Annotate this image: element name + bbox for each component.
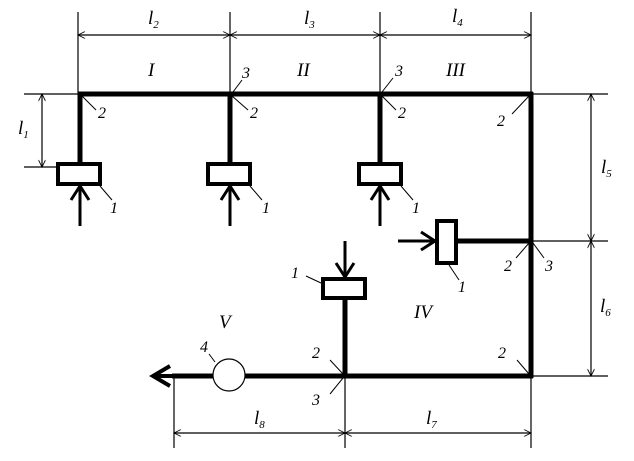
- source-box-3: [357, 162, 403, 186]
- leader-node-3-d: [329, 377, 344, 395]
- bottom-dimensions: [174, 378, 531, 448]
- leader-node-4: [208, 353, 216, 363]
- section-label-5: V: [219, 312, 233, 333]
- dimension-labels: l2 l3 l4 l1 l5 l6 l8 l7: [18, 6, 612, 431]
- node-label-1-c: 1: [412, 200, 420, 217]
- leader-node-2-f: [516, 359, 530, 375]
- leader-node-2-e: [515, 242, 530, 259]
- leader-lines: [81, 77, 545, 395]
- label-l4: l4: [452, 6, 463, 29]
- node-label-1-d: 1: [458, 279, 466, 296]
- source-box-5: [321, 277, 367, 300]
- label-l6: l6: [600, 296, 611, 319]
- leader-node-3-b: [381, 77, 394, 93]
- leader-node-2-c: [381, 95, 397, 111]
- inflow-arrowhead-3: [369, 183, 391, 201]
- outlet: [149, 358, 246, 392]
- node-label-3-a: 3: [241, 65, 250, 82]
- node-label-2-b: 2: [250, 105, 258, 122]
- source-box-2: [206, 162, 252, 186]
- leader-node-1-b: [249, 185, 263, 201]
- leader-node-1-e: [305, 275, 322, 284]
- node-label-2-d: 2: [497, 113, 505, 130]
- section-label-2: II: [296, 60, 311, 81]
- node-label-1-a: 1: [110, 200, 118, 217]
- leader-node-1-a: [99, 185, 113, 201]
- node-label-2-g: 2: [312, 345, 320, 362]
- node-number-labels: 2 2 2 2 3 3 2 3 2 2 3 1 1 1 1 1 4: [98, 63, 553, 409]
- node-label-2-f: 2: [498, 345, 506, 362]
- source-box-4: [435, 219, 458, 265]
- node-label-3-b: 3: [394, 63, 403, 80]
- leader-node-3-c: [532, 242, 545, 259]
- node-label-3-c: 3: [544, 258, 553, 275]
- leader-node-2-b: [231, 95, 249, 111]
- source-box-1: [56, 162, 102, 186]
- label-l5: l5: [601, 157, 612, 180]
- label-l1: l1: [18, 118, 29, 141]
- section-labels: I II III IV V: [147, 60, 467, 333]
- leader-node-1-d: [448, 264, 460, 281]
- inflow-arrows: [69, 183, 438, 280]
- inflow-arrowhead-4: [420, 230, 438, 252]
- right-dimensions: [531, 94, 608, 376]
- top-dimensions: [78, 12, 531, 94]
- leader-node-3-a: [232, 79, 243, 93]
- node-label-2-c: 2: [398, 105, 406, 122]
- node-label-1-e: 1: [291, 265, 299, 282]
- node-label-2-e: 2: [504, 258, 512, 275]
- label-l3: l3: [304, 8, 315, 31]
- section-label-1: I: [147, 60, 156, 81]
- main-pipe-network: [77, 91, 534, 379]
- inflow-arrowhead-2: [219, 183, 241, 201]
- label-l8: l8: [254, 408, 265, 431]
- inflow-arrowhead-5: [334, 262, 356, 280]
- source-boxes: [56, 162, 458, 300]
- section-label-3: III: [445, 60, 467, 81]
- outlet-arrowhead: [149, 364, 172, 388]
- label-l2: l2: [148, 8, 159, 31]
- leader-node-1-c: [400, 185, 414, 201]
- leader-node-2-d: [511, 95, 530, 115]
- inflow-arrowhead-1: [69, 183, 91, 201]
- leader-node-2-a: [81, 95, 97, 111]
- node-label-2-a: 2: [98, 105, 106, 122]
- left-dimension: [24, 94, 80, 167]
- node-label-4: 4: [200, 339, 208, 356]
- node-label-3-d: 3: [311, 392, 320, 409]
- section-label-4: IV: [413, 302, 434, 323]
- node-label-1-b: 1: [262, 200, 270, 217]
- consumer-circle: [212, 358, 246, 392]
- leader-node-2-g: [329, 359, 344, 375]
- label-l7: l7: [426, 408, 437, 431]
